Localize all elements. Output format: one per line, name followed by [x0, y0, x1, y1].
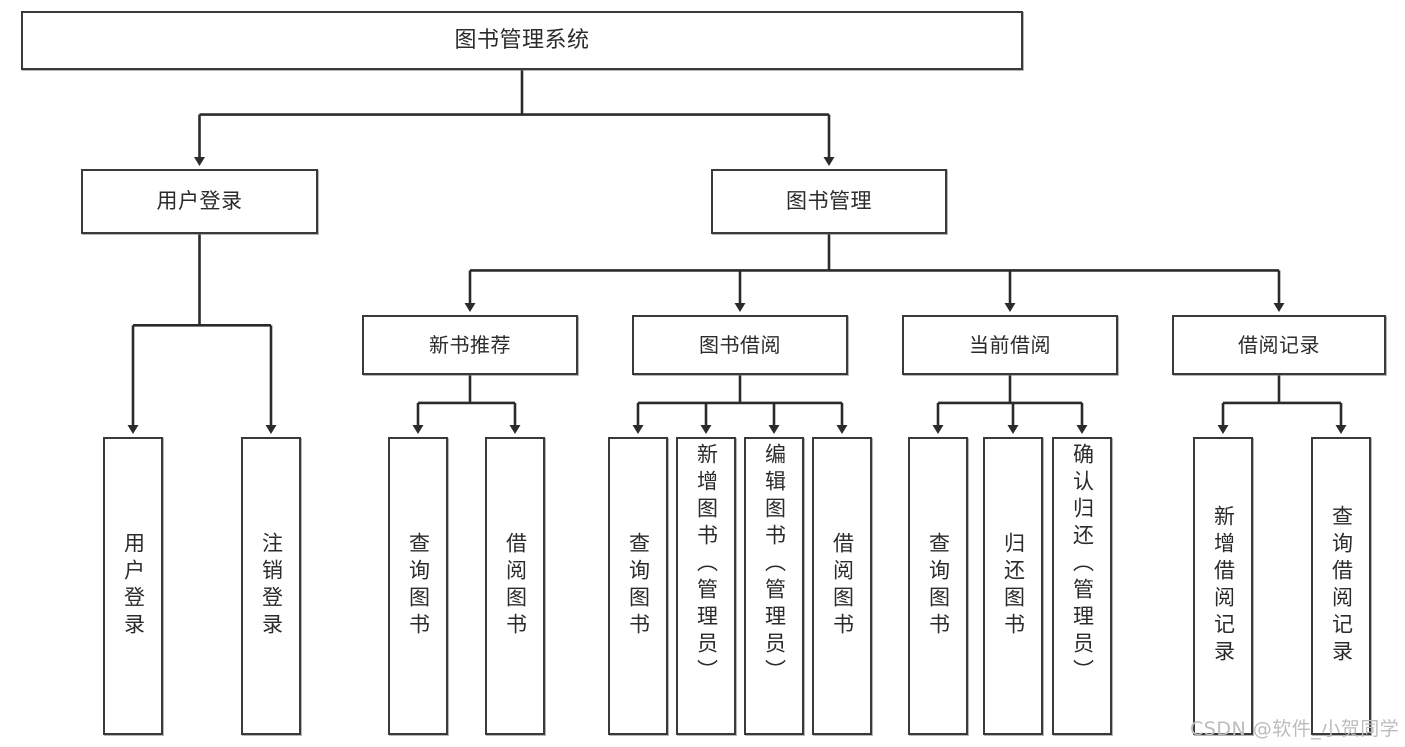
node-label-root: 图书管理系统 [454, 27, 590, 53]
node-label-l_edit_book: 编辑图书（管理员） [762, 443, 787, 686]
node-l_add_book[interactable]: 新增图书（管理员） [676, 437, 736, 735]
watermark-text: CSDN @软件_小贺同学 [1190, 718, 1400, 740]
node-l_b_book2[interactable]: 借阅图书 [812, 437, 872, 735]
node-label-l_login: 用户登录 [121, 532, 146, 640]
node-records[interactable]: 借阅记录 [1172, 315, 1386, 375]
node-l_q_book1[interactable]: 查询图书 [388, 437, 448, 735]
node-new_rec[interactable]: 新书推荐 [362, 315, 578, 375]
node-user_login[interactable]: 用户登录 [81, 169, 318, 234]
node-book_mgmt[interactable]: 图书管理 [711, 169, 947, 234]
edge-group [127, 70, 1347, 434]
node-label-l_add_book: 新增图书（管理员） [694, 443, 719, 686]
node-label-l_return: 归还图书 [1001, 532, 1026, 640]
node-current[interactable]: 当前借阅 [902, 315, 1118, 375]
node-l_q_book3[interactable]: 查询图书 [908, 437, 968, 735]
node-label-current: 当前借阅 [969, 332, 1051, 357]
node-label-l_add_rec: 新增借阅记录 [1211, 505, 1236, 667]
node-label-l_q_book3: 查询图书 [926, 532, 951, 640]
node-label-user_login: 用户登录 [156, 189, 243, 214]
node-label-book_mgmt: 图书管理 [786, 189, 872, 214]
node-l_logout[interactable]: 注销登录 [241, 437, 301, 735]
node-label-borrow: 图书借阅 [699, 332, 781, 357]
node-label-l_logout: 注销登录 [259, 532, 284, 640]
node-label-l_confirm: 确认归还（管理员） [1070, 443, 1095, 686]
node-root[interactable]: 图书管理系统 [21, 11, 1023, 70]
node-l_return[interactable]: 归还图书 [983, 437, 1043, 735]
node-l_confirm[interactable]: 确认归还（管理员） [1052, 437, 1112, 735]
node-l_edit_book[interactable]: 编辑图书（管理员） [744, 437, 804, 735]
node-borrow[interactable]: 图书借阅 [632, 315, 848, 375]
node-l_b_book1[interactable]: 借阅图书 [485, 437, 545, 735]
node-l_q_book2[interactable]: 查询图书 [608, 437, 668, 735]
node-label-l_q_book1: 查询图书 [406, 532, 431, 640]
node-label-l_b_book1: 借阅图书 [503, 532, 528, 640]
node-l_login[interactable]: 用户登录 [103, 437, 163, 735]
node-l_q_rec[interactable]: 查询借阅记录 [1311, 437, 1371, 735]
node-label-new_rec: 新书推荐 [429, 332, 511, 357]
node-label-records: 借阅记录 [1238, 332, 1320, 357]
node-label-l_q_rec: 查询借阅记录 [1329, 505, 1354, 667]
node-label-l_b_book2: 借阅图书 [830, 532, 855, 640]
node-label-l_q_book2: 查询图书 [626, 532, 651, 640]
node-l_add_rec[interactable]: 新增借阅记录 [1193, 437, 1253, 735]
